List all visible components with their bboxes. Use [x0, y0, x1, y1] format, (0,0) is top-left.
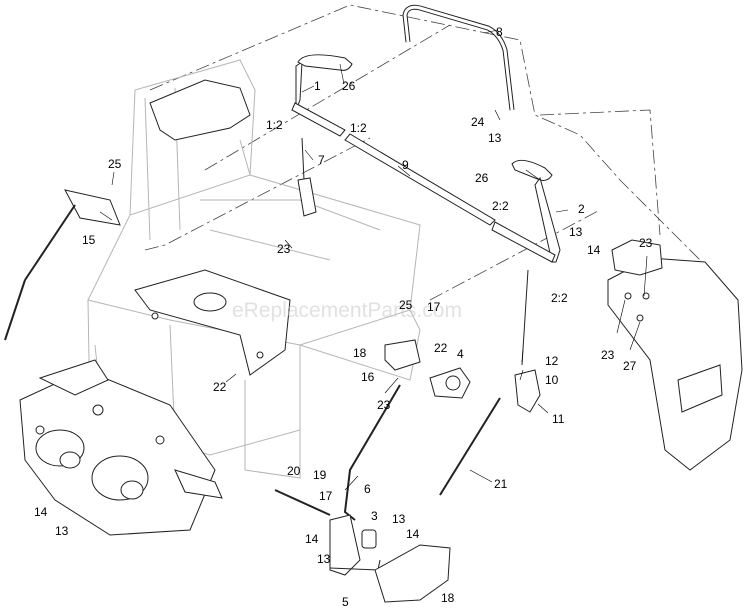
callout-24: 24 — [471, 115, 485, 129]
callout-23-a: 23 — [639, 236, 653, 250]
vertical-rod — [521, 269, 529, 366]
callout-9: 9 — [402, 158, 409, 172]
right-lever-2 — [491, 159, 561, 263]
callout-14-a: 14 — [587, 243, 601, 257]
rod-6 — [343, 384, 401, 521]
callout-20: 20 — [287, 464, 301, 478]
callout-22-a: 22 — [213, 380, 227, 394]
callout-1-2-a: 1:2 — [266, 118, 283, 132]
callout-7: 7 — [318, 153, 325, 167]
callout-26-b: 26 — [475, 171, 489, 185]
callout-16: 16 — [361, 370, 375, 384]
callout-8: 8 — [496, 25, 503, 39]
cross-rod-9 — [344, 133, 496, 226]
pivot-block-10 — [514, 369, 541, 413]
callout-12: 12 — [545, 354, 559, 368]
callout-3: 3 — [371, 509, 378, 523]
gas-spring-15 — [4, 189, 121, 341]
callout-13-c: 13 — [392, 512, 406, 526]
callout-6: 6 — [364, 482, 371, 496]
right-mount-bracket — [611, 239, 663, 276]
transmission-assembly — [19, 359, 223, 536]
callout-1-2-b: 1:2 — [350, 121, 367, 135]
callout-18-b: 18 — [441, 591, 455, 605]
callout-13-d: 13 — [317, 552, 331, 566]
callout-14-c: 14 — [305, 532, 319, 546]
callout-14-b: 14 — [406, 527, 420, 541]
callout-13-a: 13 — [488, 131, 502, 145]
rod-21 — [439, 397, 501, 496]
callout-5: 5 — [342, 595, 349, 609]
callout-23-b: 23 — [601, 348, 615, 362]
callout-13-e: 13 — [55, 524, 69, 538]
roll-bar-8-inner — [403, 5, 514, 111]
bracket-4 — [429, 367, 471, 399]
callout-10: 10 — [545, 373, 559, 387]
callout-19: 19 — [313, 468, 327, 482]
callout-18-a: 18 — [353, 346, 367, 360]
callout-23-c: 23 — [277, 242, 291, 256]
leader-lines — [99, 29, 648, 491]
left-lever-1 — [291, 54, 353, 137]
callout-26-a: 26 — [342, 79, 356, 93]
callout-22-b: 22 — [434, 341, 448, 355]
pivot-3 — [361, 529, 377, 549]
link-rod-7 — [297, 137, 317, 217]
right-fender-plate — [607, 257, 743, 471]
callout-14-d: 14 — [34, 505, 48, 519]
rod-19-20 — [274, 489, 331, 516]
callout-1: 1 — [314, 79, 321, 93]
left-upper-bracket — [149, 79, 251, 141]
callout-25-b: 25 — [399, 298, 413, 312]
phantom-outline — [144, 4, 701, 301]
callout-17-b: 17 — [319, 489, 333, 503]
callout-21: 21 — [494, 477, 508, 491]
callout-17-a: 17 — [427, 300, 441, 314]
callout-15: 15 — [82, 233, 96, 247]
callout-23-d: 23 — [377, 398, 391, 412]
roll-bar-8 — [402, 4, 515, 111]
callout-2-2-a: 2:2 — [492, 199, 509, 213]
callout-2: 2 — [578, 202, 585, 216]
center-plate — [134, 269, 291, 376]
callout-27: 27 — [623, 359, 637, 373]
lower-lever-5 — [329, 514, 361, 576]
callout-2-2-b: 2:2 — [551, 291, 568, 305]
callout-25-a: 25 — [108, 157, 122, 171]
callout-4: 4 — [457, 347, 464, 361]
callout-13-b: 13 — [569, 225, 583, 239]
watermark-text: eReplacementParts.com — [232, 299, 462, 322]
callout-11: 11 — [552, 412, 565, 426]
bracket-16 — [384, 339, 421, 371]
lower-right-bracket — [374, 544, 451, 603]
callout-labels: 1 1:2 1:2 26 7 9 8 24 13 26 2 2:2 2:2 13… — [34, 25, 653, 609]
